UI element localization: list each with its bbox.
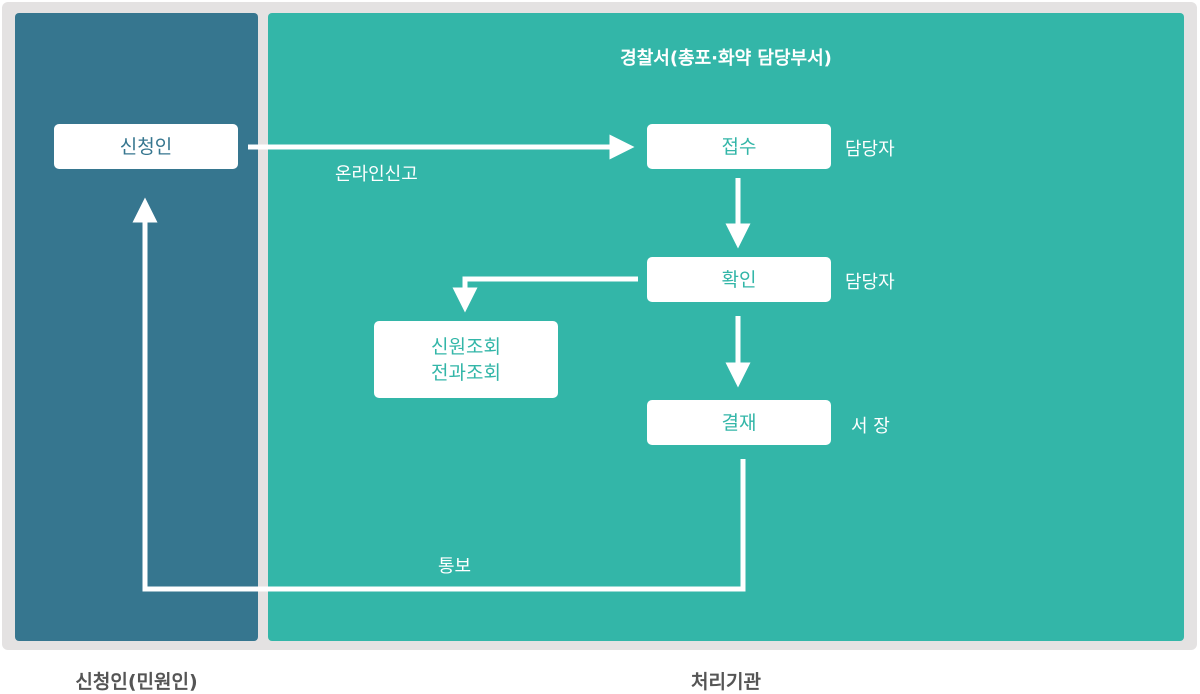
check-box: 확인 [647,257,831,302]
arrow-check-to-inquiry [452,276,638,313]
inquiry-box-line2: 전과조회 [431,361,501,384]
arrow-notify [132,197,746,592]
approval-role-label: 서 장 [851,416,890,437]
notify-edge-label: 통보 [438,556,472,577]
receipt-box: 접수 [647,124,831,169]
applicant-box: 신청인 [54,124,238,169]
approval-box-label: 결재 [721,411,757,434]
processing-lane-title: 경찰서(총포·화약 담당부서) [620,48,832,69]
applicant-box-label: 신청인 [119,135,173,158]
processing-lane-label: 처리기관 [691,671,761,693]
applicant-lane [15,13,258,641]
check-box-label: 확인 [721,268,757,291]
approval-box: 결재 [647,400,831,445]
receipt-box-label: 접수 [721,135,757,158]
applicant-lane-label: 신청인(민원인) [75,671,198,693]
inquiry-box: 신원조회 전과조회 [374,321,558,398]
inquiry-box-line1: 신원조회 [431,335,501,358]
online-report-edge-label: 온라인신고 [335,164,418,185]
check-role-label: 담당자 [845,272,895,293]
receipt-role-label: 담당자 [845,139,895,160]
